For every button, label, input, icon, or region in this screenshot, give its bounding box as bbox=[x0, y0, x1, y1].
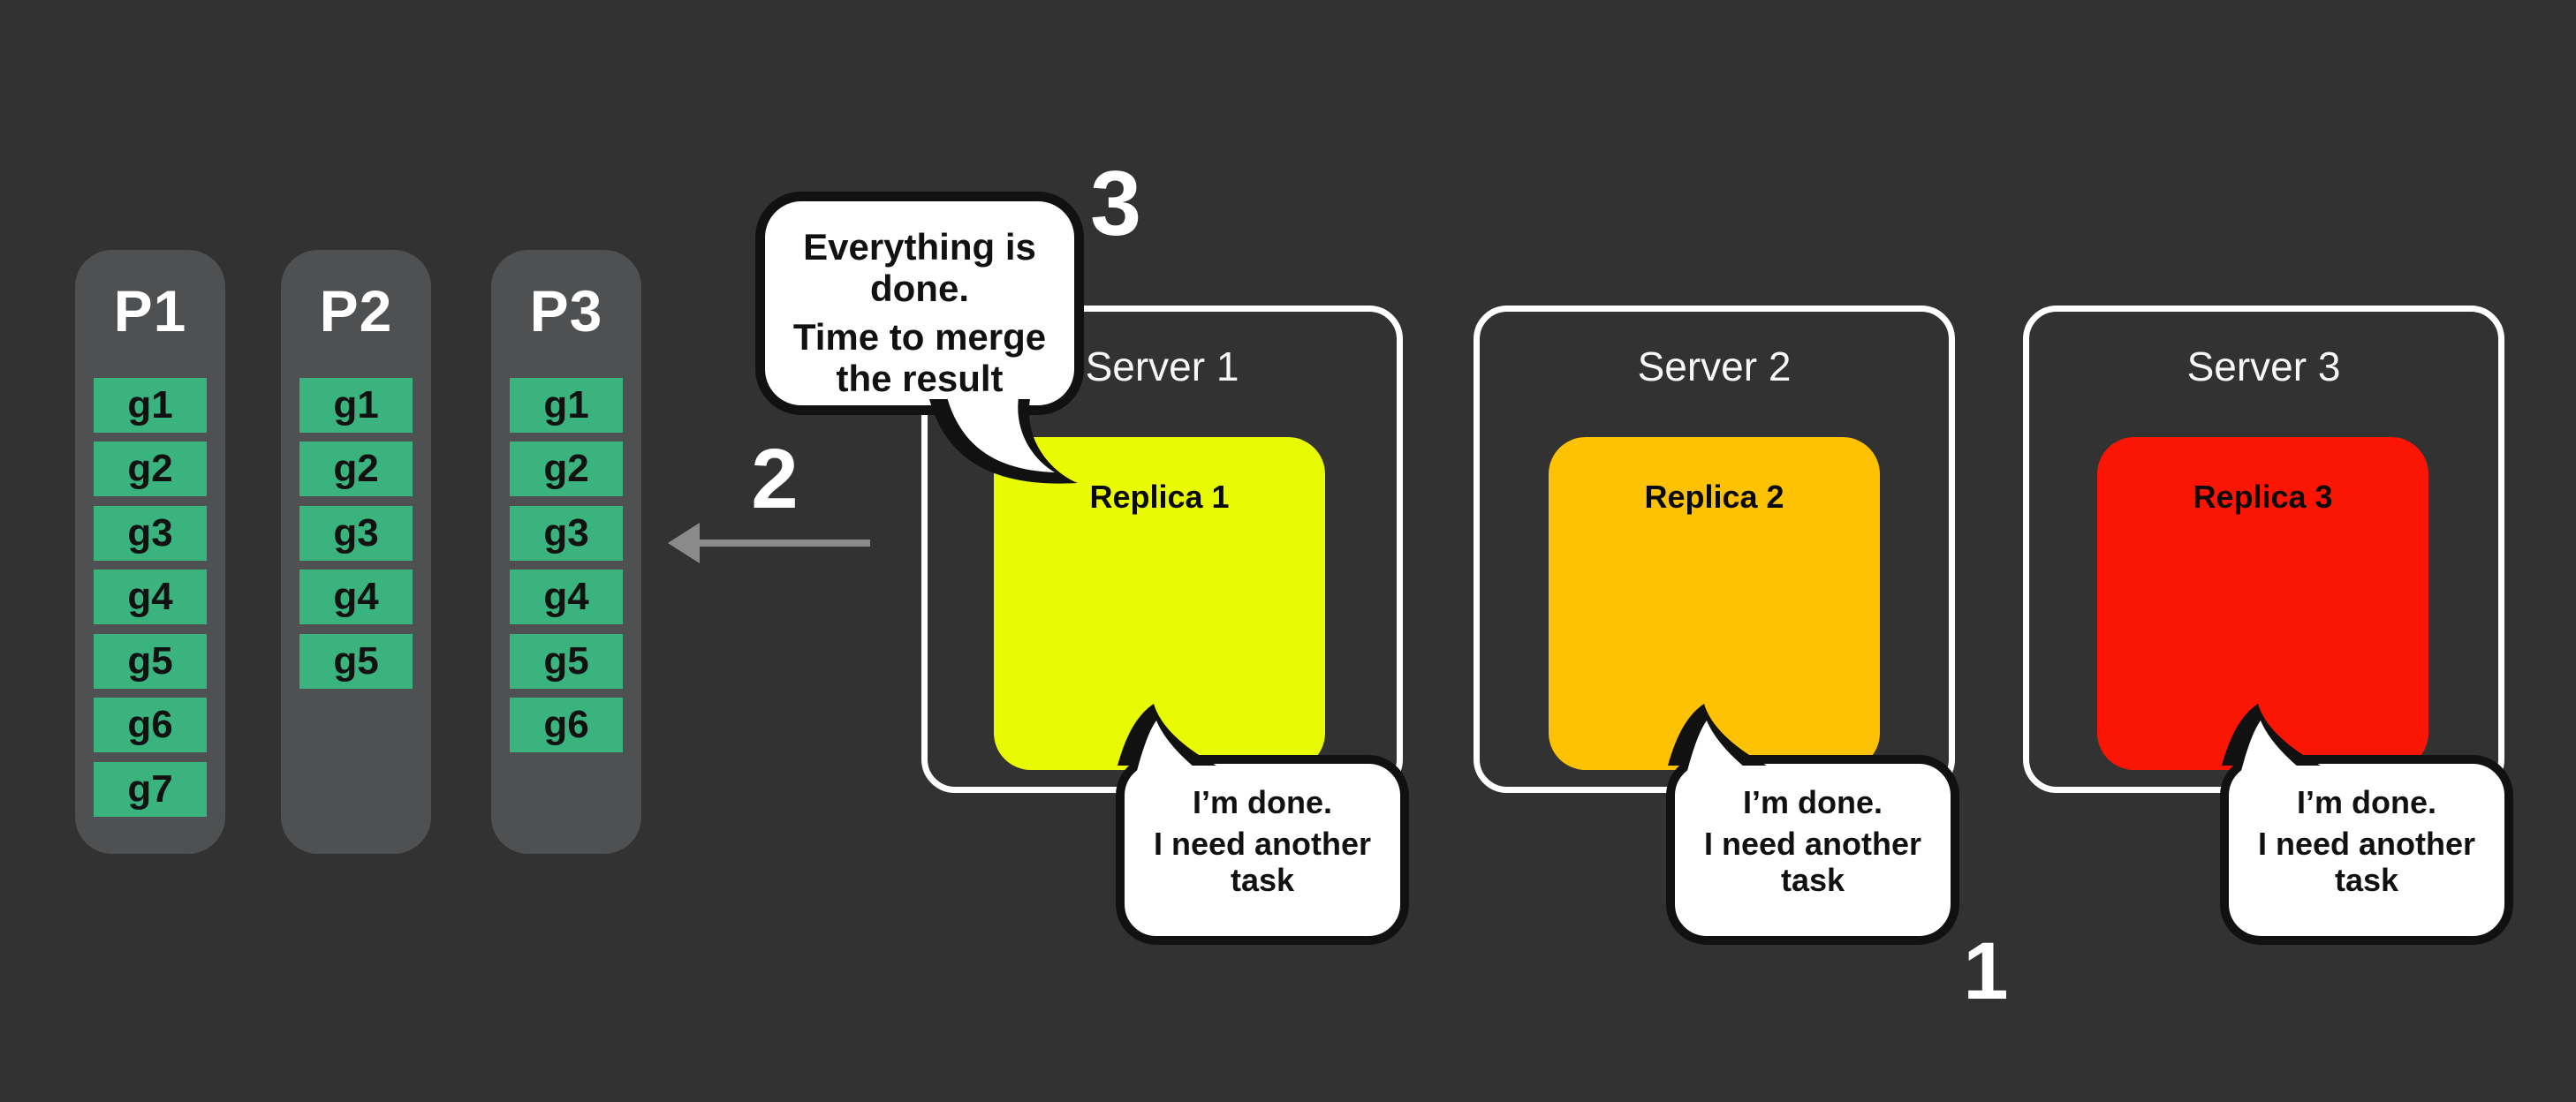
partition-title-p1: P1 bbox=[113, 278, 187, 343]
step-label-2: 2 bbox=[751, 432, 799, 526]
server-title-3: Server 3 bbox=[2186, 343, 2341, 389]
server-title-2: Server 2 bbox=[1637, 343, 1792, 389]
speech-bubble-done-3: I’m done. I need another task bbox=[2220, 755, 2513, 945]
task-cell: g4 bbox=[94, 570, 207, 624]
task-cell: g4 bbox=[510, 570, 623, 624]
task-cell: g2 bbox=[94, 442, 207, 496]
task-cell: g3 bbox=[510, 506, 623, 561]
done-bubble-line-2: I need another task bbox=[1703, 826, 1922, 898]
task-cell: g1 bbox=[299, 378, 413, 433]
task-cell: g5 bbox=[510, 634, 623, 689]
replica-label-2: Replica 2 bbox=[1644, 479, 1784, 515]
merge-arrow-shaft bbox=[696, 540, 870, 547]
task-cell: g5 bbox=[94, 634, 207, 689]
speech-bubble-done-1: I’m done. I need another task bbox=[1116, 755, 1409, 945]
task-cell: g2 bbox=[510, 442, 623, 496]
task-cell: g2 bbox=[299, 442, 413, 496]
task-cell: g6 bbox=[94, 698, 207, 752]
replica-label-1: Replica 1 bbox=[1089, 479, 1230, 515]
merge-bubble-line-1: Everything is done. bbox=[803, 226, 1036, 310]
replica-label-3: Replica 3 bbox=[2193, 479, 2333, 515]
done-bubble-line-2: I need another task bbox=[2257, 826, 2476, 898]
step-label-1: 1 bbox=[1963, 926, 2009, 1016]
task-cell: g1 bbox=[510, 378, 623, 433]
task-cell: g3 bbox=[94, 506, 207, 561]
step-label-3: 3 bbox=[1090, 153, 1141, 255]
partition-title-p2: P2 bbox=[319, 278, 393, 343]
task-cell: g7 bbox=[94, 762, 207, 817]
task-cell: g1 bbox=[94, 378, 207, 433]
merge-bubble-line-2: Time to merge the result bbox=[792, 316, 1047, 400]
speech-bubble-merge: Everything is done. Time to merge the re… bbox=[755, 192, 1084, 415]
done-bubble-line-2: I need another task bbox=[1153, 826, 1372, 898]
task-cell: g4 bbox=[299, 570, 413, 624]
server-title-1: Server 1 bbox=[1085, 343, 1239, 389]
partition-title-p3: P3 bbox=[529, 278, 603, 343]
done-bubble-line-1: I’m done. bbox=[1742, 784, 1883, 820]
task-cell: g3 bbox=[299, 506, 413, 561]
done-bubble-line-1: I’m done. bbox=[2296, 784, 2436, 820]
task-cell: g5 bbox=[299, 634, 413, 689]
done-bubble-line-1: I’m done. bbox=[1192, 784, 1332, 820]
speech-bubble-done-2: I’m done. I need another task bbox=[1666, 755, 1959, 945]
task-cell: g6 bbox=[510, 698, 623, 752]
left-arrow-icon bbox=[668, 523, 700, 563]
